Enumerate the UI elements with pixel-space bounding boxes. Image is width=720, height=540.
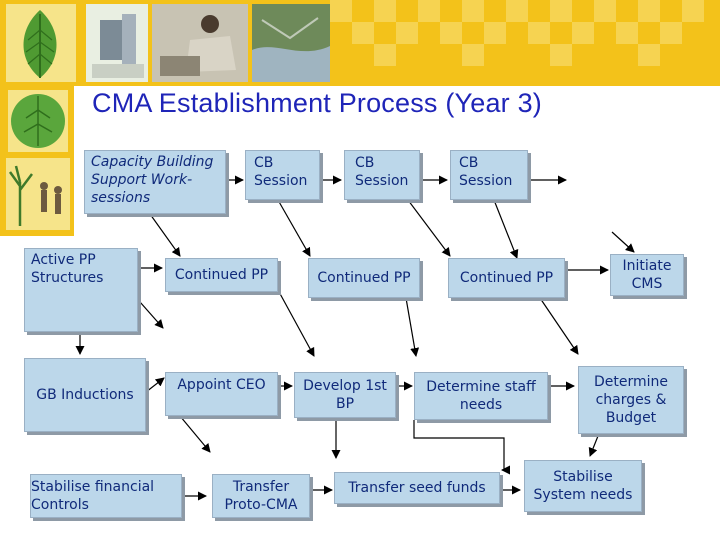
box-label: Determine staff needs [426,379,536,413]
slide-title: CMA Establishment Process (Year 3) [92,88,542,118]
box-appoint-ceo: Appoint CEO [165,372,278,416]
box-label: Continued PP [317,270,411,286]
box-determine-staff: Determine staff needs [414,372,548,420]
box-label: Transfer seed funds [348,480,486,496]
box-label: Capacity Building Support Work-sessions [91,154,214,206]
arrow-cms-in [611,231,635,253]
arrow-appoint-to-transfer [179,415,211,453]
box-label: CB Session [355,155,409,189]
box-determine-charges: Determine charges & Budget [578,366,684,434]
arrow-capacity-to-pp1 [149,213,181,257]
photo-worker-icon [152,4,248,82]
box-transfer-seed: Transfer seed funds [334,472,500,504]
arrow-cb2-to-pp3 [407,199,451,257]
photo-river-icon [252,4,330,82]
develop-bp-text: Develop 1st BP [303,378,387,412]
box-capacity-building: Capacity Building Support Work-sessions [84,150,226,214]
box-cb-session-2: CB Session [344,150,420,200]
box-label: Determine charges & Budget [593,374,669,426]
box-cb-session-3: CB Session [450,150,528,200]
box-label: CB Session [459,155,513,189]
leaf-icon [6,4,76,82]
box-label: Stabilise financial Controls [31,479,155,513]
box-develop-bp: Develop 1st BP [294,372,396,418]
box-cb-session-1: CB Session [245,150,320,200]
box-label: Active PP Structures [31,252,104,286]
arrow-pp1-to-develop [277,289,315,357]
box-label: Appoint CEO [177,377,266,393]
box-continued-pp-2: Continued PP [308,258,420,298]
box-label: Initiate CMS [622,258,672,292]
box-initiate-cms: Initiate CMS [610,254,684,296]
box-label: Transfer Proto-CMA [224,479,298,513]
arrow-cb1-to-pp2 [277,199,311,257]
arrow-pp1-to-appoint [139,301,164,329]
box-label: Develop 1st BP [295,377,395,413]
arrow-staff-to-seed [413,420,510,475]
header-banner [0,0,720,86]
left-decoration [0,86,74,236]
box-stabilise-financial: Stabilise financial Controls [30,474,182,518]
box-gb-inductions: GB Inductions [24,358,146,432]
arrow-charges-to-system [588,435,599,457]
arrow-cb3-to-cms [493,199,519,259]
box-continued-pp-1: Continued PP [165,258,278,292]
box-label: Continued PP [174,267,269,283]
box-continued-pp-3: Continued PP [448,258,565,298]
box-active-pp: Active PP Structures [24,248,138,332]
box-label: Continued PP [459,270,554,286]
box-label: GB Inductions [36,387,134,403]
box-transfer-proto: Transfer Proto-CMA [212,474,310,518]
people-icon [40,182,62,214]
arrow-gb-to-appoint [145,377,165,393]
box-label: Stabilise System needs [533,469,633,503]
arrow-pp3-to-charges [539,297,579,355]
photo-well-icon [86,4,148,82]
arrow-pp2-to-staff [405,297,420,357]
tree-icon [8,165,33,226]
box-label: CB Session [254,155,308,189]
box-stabilise-system: Stabilise System needs [524,460,642,512]
